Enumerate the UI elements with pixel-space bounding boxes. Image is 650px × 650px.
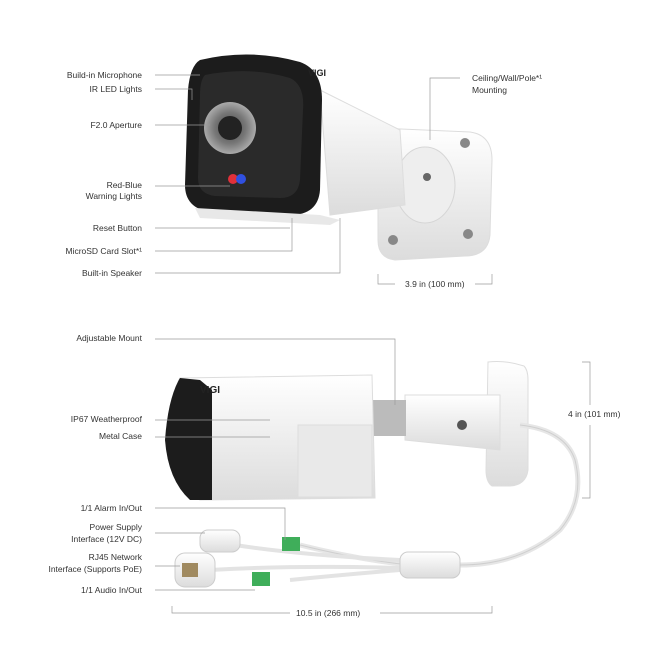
leader-lines: [155, 74, 591, 614]
label-audio: 1/1 Audio In/Out: [81, 585, 142, 595]
label-alarm: 1/1 Alarm In/Out: [80, 503, 142, 513]
dimension-height: 4 in (101 mm): [568, 409, 621, 419]
mount-screw: [423, 173, 431, 181]
wall-mount-plate: [485, 361, 529, 487]
camera-bezel: [165, 378, 212, 500]
label-warning-lights-2: Warning Lights: [85, 191, 142, 201]
label-rj45-2: Interface (Supports PoE): [48, 564, 142, 574]
label-power-2: Interface (12V DC): [71, 534, 142, 544]
audio-connector: [252, 572, 270, 586]
label-mounting-1: Ceiling/Wall/Pole*¹: [472, 73, 543, 83]
screw-hole: [460, 138, 470, 148]
side-camera: VIGI: [165, 361, 581, 588]
label-ir-led: IR LED Lights: [89, 84, 142, 94]
brand-logo: VIGI: [308, 68, 326, 78]
camera-body: [319, 89, 406, 216]
blue-led: [236, 174, 246, 184]
mount-joint: [370, 400, 406, 436]
label-reset: Reset Button: [92, 223, 142, 233]
label-metal-case: Metal Case: [99, 431, 142, 441]
front-camera: VIGI: [185, 54, 493, 261]
mount-arm: [404, 394, 501, 451]
power-connector: [199, 529, 241, 553]
screw-hole: [388, 235, 398, 245]
alarm-connector: [282, 537, 300, 551]
label-aperture: F2.0 Aperture: [90, 120, 142, 130]
dimension-width: 3.9 in (100 mm): [405, 279, 465, 289]
cable-junction: [399, 551, 461, 579]
dimension-length: 10.5 in (266 mm): [296, 608, 361, 618]
screw-hole: [463, 229, 473, 239]
brand-logo: VIGI: [200, 385, 220, 396]
label-microphone: Build-in Microphone: [66, 70, 142, 80]
label-speaker: Built-in Speaker: [81, 268, 142, 278]
label-mounting-2: Mounting: [472, 85, 507, 95]
label-power-1: Power Supply: [89, 522, 142, 532]
label-ip67: IP67 Weatherproof: [70, 414, 142, 424]
label-rj45-1: RJ45 Network: [88, 552, 142, 562]
label-adjustable-mount: Adjustable Mount: [76, 333, 142, 343]
label-warning-lights-1: Red-Blue: [106, 180, 142, 190]
red-led: [228, 174, 238, 184]
label-microsd: MicroSD Card Slot*¹: [65, 246, 142, 256]
